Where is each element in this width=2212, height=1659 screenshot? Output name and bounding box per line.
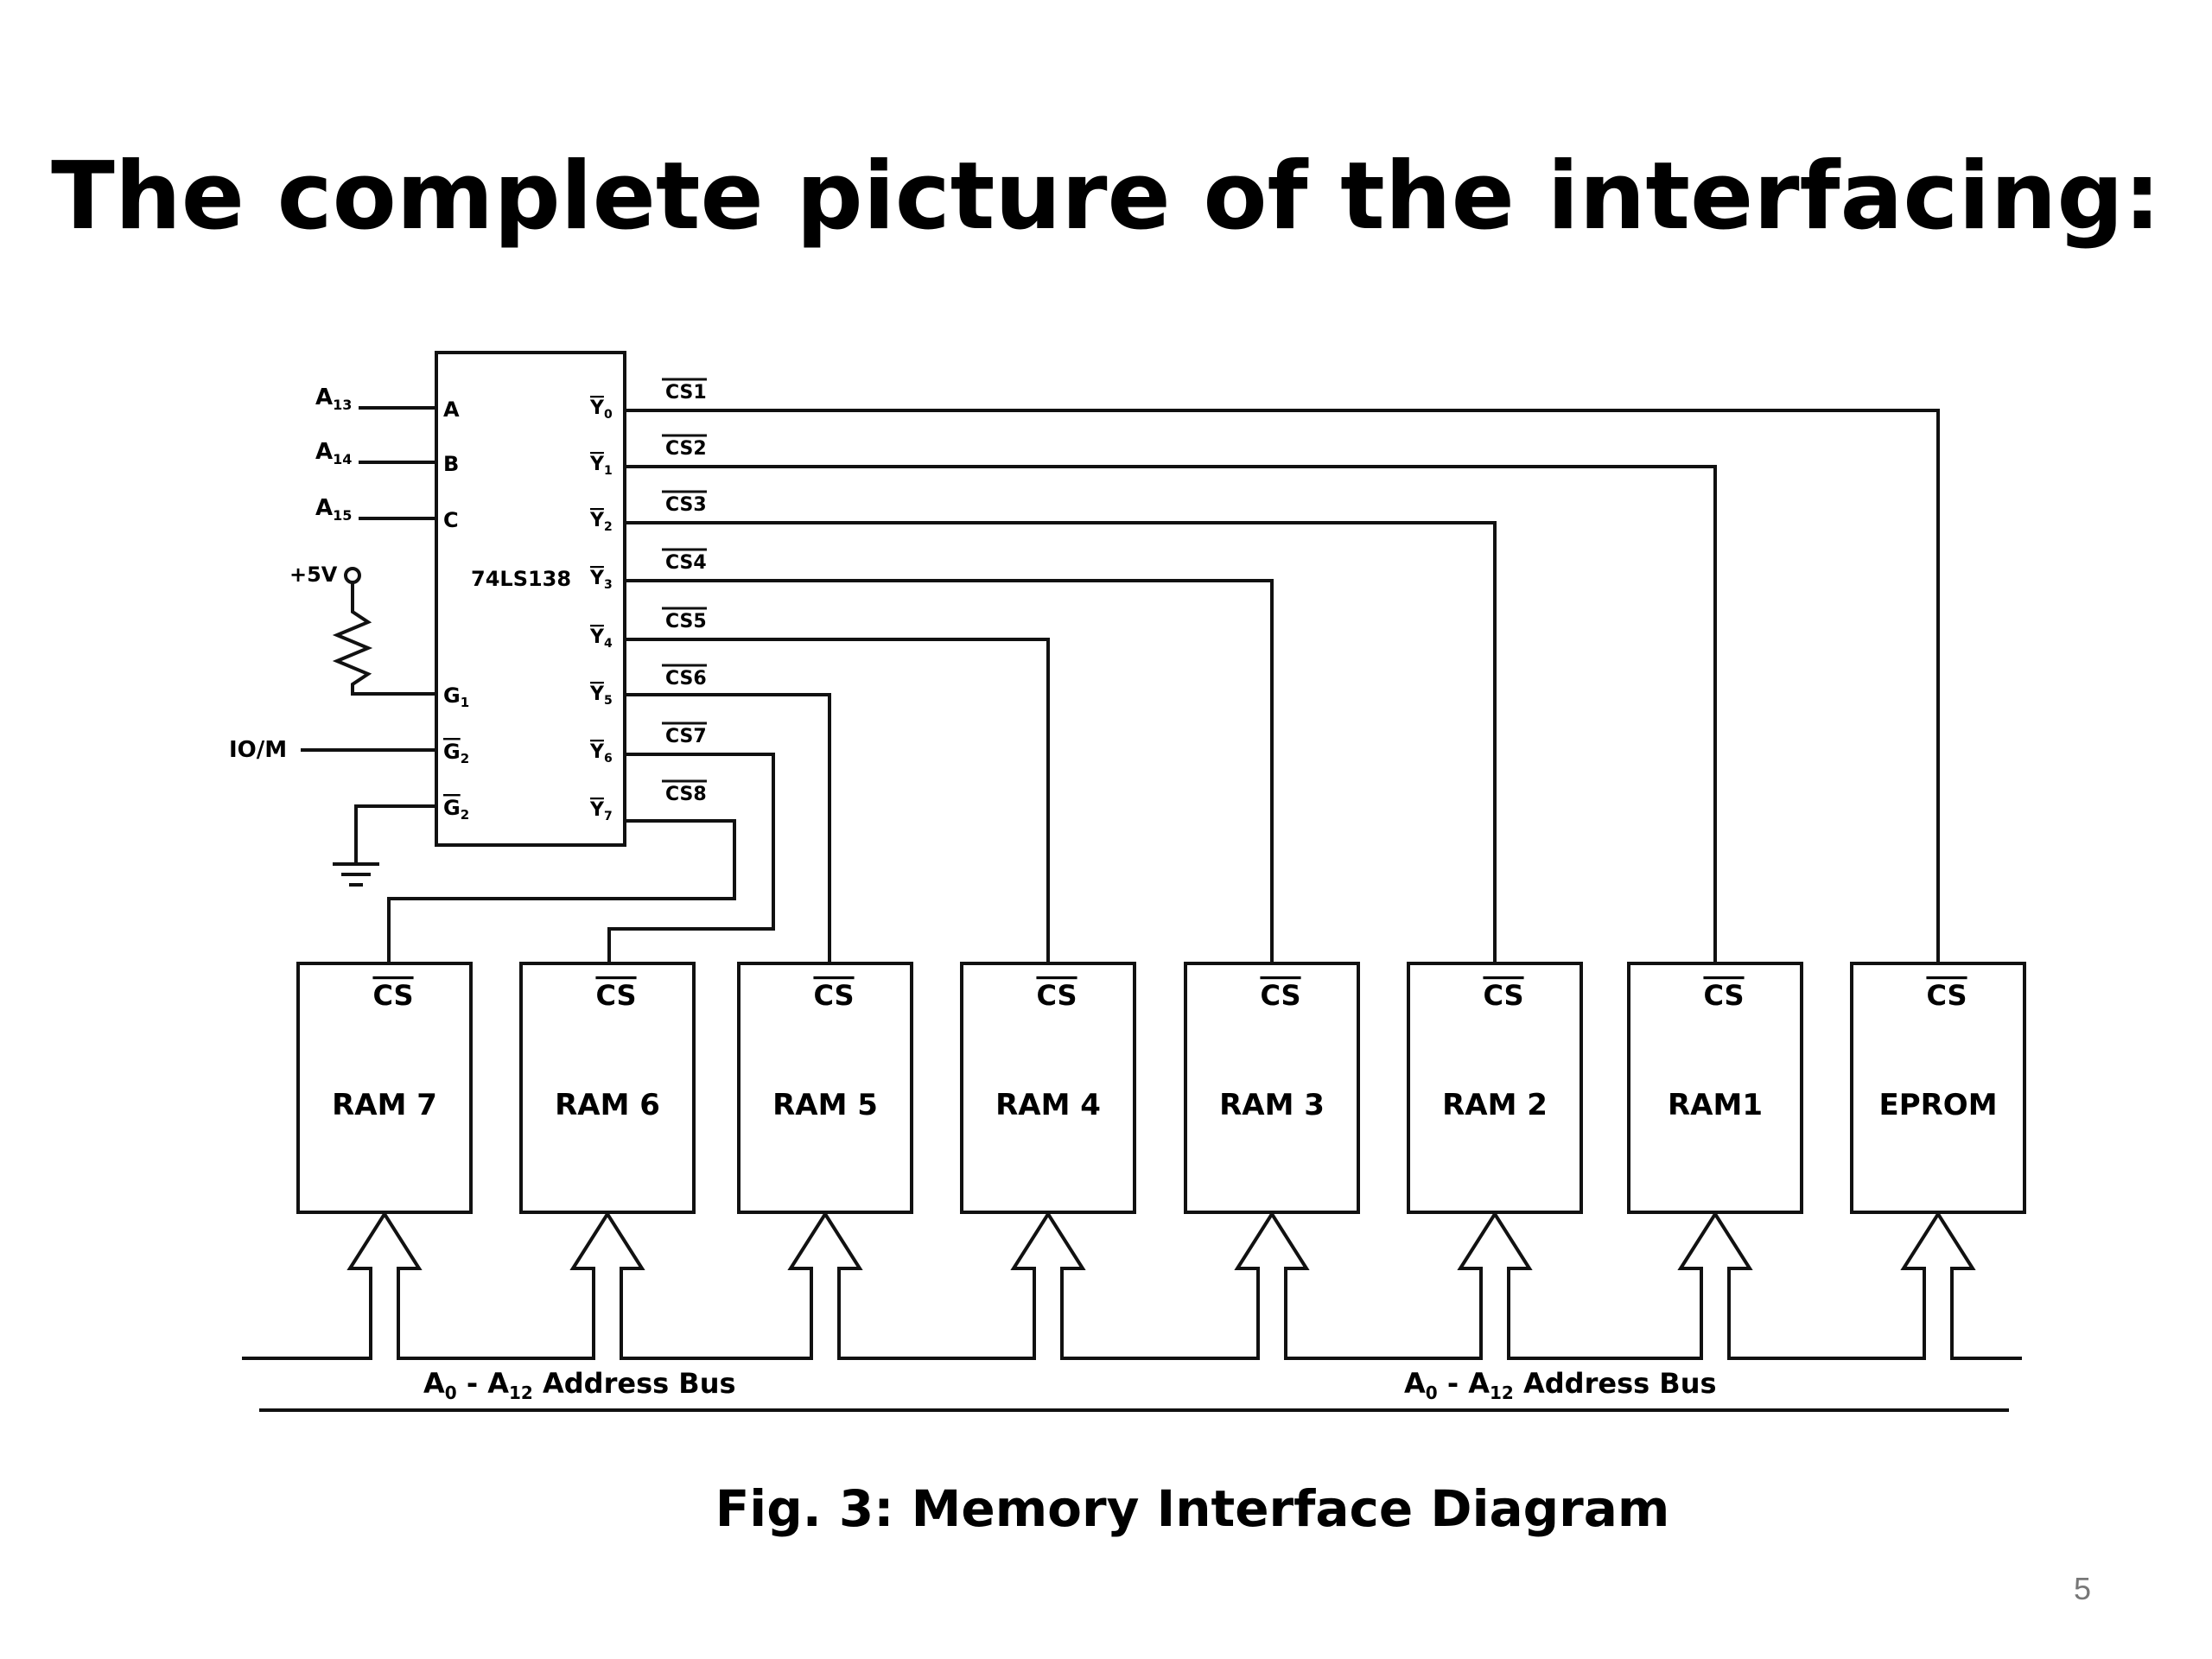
address-bus-top-line — [242, 1211, 2022, 1360]
memory-chip-box — [519, 962, 696, 1214]
address-bus-label: A0 - A12 Address Bus — [1404, 1367, 1717, 1403]
figure-caption: Fig. 3: Memory Interface Diagram — [715, 1479, 1670, 1538]
memory-chip-box — [737, 962, 913, 1214]
memory-chip: CS RAM1 — [1627, 962, 1803, 1214]
memory-chip: CS RAM 7 — [296, 962, 473, 1214]
chip-cs-label: CS — [1483, 979, 1523, 1012]
memory-chip-label: RAM 2 — [1442, 1088, 1548, 1122]
chip-select-label: CS8 — [665, 784, 707, 805]
decoder-output-pin: Y2 — [589, 510, 613, 534]
ground-wire — [354, 804, 436, 864]
memory-chip-label: EPROM — [1878, 1088, 1997, 1122]
supply-terminal — [344, 567, 361, 584]
decoder-output-pin: Y1 — [589, 454, 613, 478]
decoder-input-pin: B — [443, 452, 459, 476]
chip-cs-label: CS — [1036, 979, 1077, 1012]
chip-select-label: CS6 — [665, 668, 707, 690]
chip-cs-label: CS — [813, 979, 854, 1012]
chip-cs-label: CS — [1926, 979, 1967, 1012]
memory-chip-box — [1850, 962, 2026, 1214]
decoder-output-pin: Y4 — [589, 626, 613, 651]
chip-select-wire — [625, 693, 831, 963]
address-input-label: A14 — [315, 439, 352, 467]
chip-cs-label: CS — [372, 979, 413, 1012]
supply-label: +5V — [289, 563, 338, 587]
chip-select-label: CS2 — [665, 438, 707, 460]
chip-select-wire — [625, 638, 1050, 963]
decoder-input-pin: C — [443, 508, 459, 532]
chip-select-label: CS3 — [665, 494, 707, 516]
chip-select-wire — [625, 409, 1940, 963]
chip-select-wire — [607, 753, 775, 963]
decoder-output-pin: Y0 — [589, 397, 613, 422]
memory-chip-label: RAM 6 — [555, 1088, 660, 1122]
decoder-enable-pin: G2 — [443, 796, 469, 823]
page-number: 5 — [2073, 1571, 2091, 1606]
memory-chip: CS RAM 4 — [960, 962, 1136, 1214]
memory-chip-box — [296, 962, 473, 1214]
decoder-output-pin: Y5 — [589, 683, 613, 708]
memory-chip-label: RAM 5 — [772, 1088, 878, 1122]
chip-select-wire — [625, 465, 1717, 963]
iom-label: IO/M — [229, 737, 287, 763]
memory-chip-label: RAM1 — [1668, 1088, 1763, 1122]
address-input-label: A15 — [315, 495, 352, 524]
chip-select-label: CS7 — [665, 726, 707, 747]
chip-cs-label: CS — [1703, 979, 1744, 1012]
decoder-output-pin: Y3 — [589, 568, 613, 592]
chip-select-wire — [625, 579, 1274, 963]
chip-select-wire — [387, 819, 736, 963]
memory-chip: CS RAM 6 — [519, 962, 696, 1214]
memory-chip-box — [960, 962, 1136, 1214]
memory-chips: CS RAM 7 CS RAM 6 CS RAM 5 CS RAM 4 CS RAM 3 CS RAM… — [296, 962, 2026, 1214]
memory-chip-label: RAM 3 — [1219, 1088, 1325, 1122]
address-bus-label: A0 - A12 Address Bus — [423, 1367, 736, 1403]
memory-chip: CS RAM 2 — [1407, 962, 1583, 1214]
pullup-resistor — [332, 582, 436, 696]
memory-chip-label: RAM 7 — [332, 1088, 437, 1122]
memory-chip: CS RAM 5 — [737, 962, 913, 1214]
address-bus: A0 - A12 Address Bus A0 - A12 Address Bus — [242, 1211, 2022, 1412]
chip-select-label: CS1 — [665, 382, 707, 404]
memory-chip: CS RAM 3 — [1184, 962, 1360, 1214]
decoder-chip-label: 74LS138 — [471, 567, 571, 591]
chip-cs-label: CS — [1260, 979, 1300, 1012]
memory-chip-label: RAM 4 — [995, 1088, 1101, 1122]
decoder-enable-pin: G1 — [443, 683, 469, 710]
slide-title: The complete picture of the interfacing: — [51, 143, 2161, 251]
memory-chip-box — [1184, 962, 1360, 1214]
chip-select-label: CS5 — [665, 611, 707, 632]
decoder-output-pin: Y6 — [589, 741, 613, 766]
decoder-enable-pin: G2 — [443, 740, 469, 766]
decoder-output-pin: Y7 — [589, 799, 613, 823]
chip-select-wire — [625, 521, 1497, 963]
chip-select-label: CS4 — [665, 552, 707, 574]
memory-chip-box — [1627, 962, 1803, 1214]
chip-cs-label: CS — [595, 979, 636, 1012]
decoder-input-pin: A — [443, 397, 460, 422]
memory-chip: CS EPROM — [1850, 962, 2026, 1214]
decoder-box — [435, 351, 626, 847]
memory-chip-box — [1407, 962, 1583, 1214]
address-input-label: A13 — [315, 385, 352, 413]
